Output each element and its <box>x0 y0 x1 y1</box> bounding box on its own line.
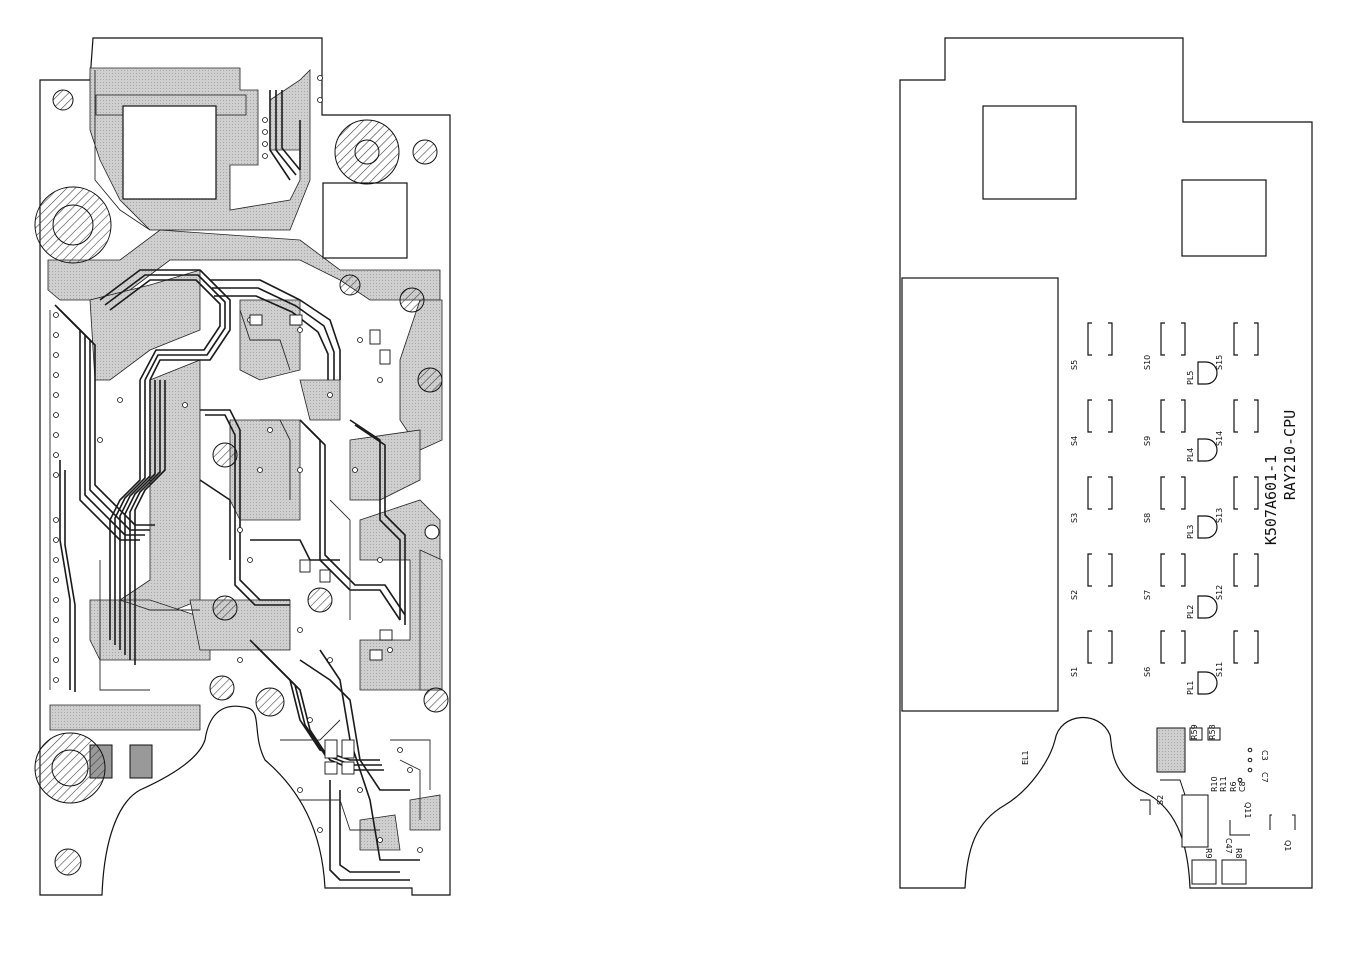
label-pl1: PL1 <box>1186 681 1195 695</box>
label-r6: R6 <box>1229 781 1238 792</box>
switch-footprints <box>1087 322 1259 664</box>
trace-bundles <box>54 90 420 881</box>
label-c7: C7 <box>1260 772 1269 783</box>
label-s10: S10 <box>1143 355 1152 370</box>
label-r59: R59 <box>1190 724 1199 740</box>
label-s13: S13 <box>1215 508 1224 523</box>
square-cutouts <box>982 105 1267 257</box>
label-el1: EL1 <box>1021 750 1030 765</box>
dark-pad-2 <box>129 744 153 779</box>
label-r11: R11 <box>1219 776 1228 792</box>
label-s8: S8 <box>1143 513 1152 523</box>
label-q11: Q11 <box>1243 802 1252 818</box>
vias <box>53 75 423 853</box>
label-c47: C47 <box>1224 838 1233 854</box>
mounting-holes <box>34 89 449 876</box>
label-s5: S5 <box>1070 360 1079 370</box>
label-s1: S1 <box>1070 667 1079 677</box>
label-c3: C3 <box>1260 750 1269 761</box>
label-r8: R8 <box>1234 848 1243 859</box>
thin-traces <box>49 70 431 831</box>
label-s2: S2 <box>1070 590 1079 600</box>
label-r9: R9 <box>1204 848 1213 859</box>
label-c8: C8 <box>1238 781 1247 792</box>
label-s2-lower: S2 <box>1156 795 1165 805</box>
label-q1: Q1 <box>1283 840 1292 851</box>
label-s15: S15 <box>1215 355 1224 370</box>
label-pl2: PL2 <box>1186 605 1195 619</box>
board-marking-1: K507A601-1 <box>1262 455 1280 545</box>
label-s4: S4 <box>1070 436 1079 446</box>
label-s11: S11 <box>1215 662 1224 677</box>
smd-pads <box>249 314 393 775</box>
square-pads <box>122 105 408 259</box>
label-s6: S6 <box>1143 667 1152 677</box>
label-r58: R58 <box>1208 724 1217 740</box>
label-s3: S3 <box>1070 513 1079 523</box>
label-s12: S12 <box>1215 585 1224 600</box>
label-pl3: PL3 <box>1186 525 1195 539</box>
label-r10: R10 <box>1210 776 1219 792</box>
display-window <box>901 277 1059 712</box>
label-s14: S14 <box>1215 431 1224 446</box>
board-marking-2: RAY210-CPU <box>1281 410 1299 500</box>
label-s7: S7 <box>1143 590 1152 600</box>
left-board <box>34 37 451 896</box>
silkscreen-labels: K507A601-1 RAY210-CPU S5 S4 S3 S2 S1 S10… <box>1021 355 1299 859</box>
label-pl4: PL4 <box>1186 448 1195 462</box>
label-pl5: PL5 <box>1186 371 1195 385</box>
lower-components <box>1140 727 1296 885</box>
led-footprints <box>1197 361 1218 695</box>
label-s9: S9 <box>1143 436 1152 446</box>
right-board: K507A601-1 RAY210-CPU S5 S4 S3 S2 S1 S10… <box>899 37 1313 889</box>
